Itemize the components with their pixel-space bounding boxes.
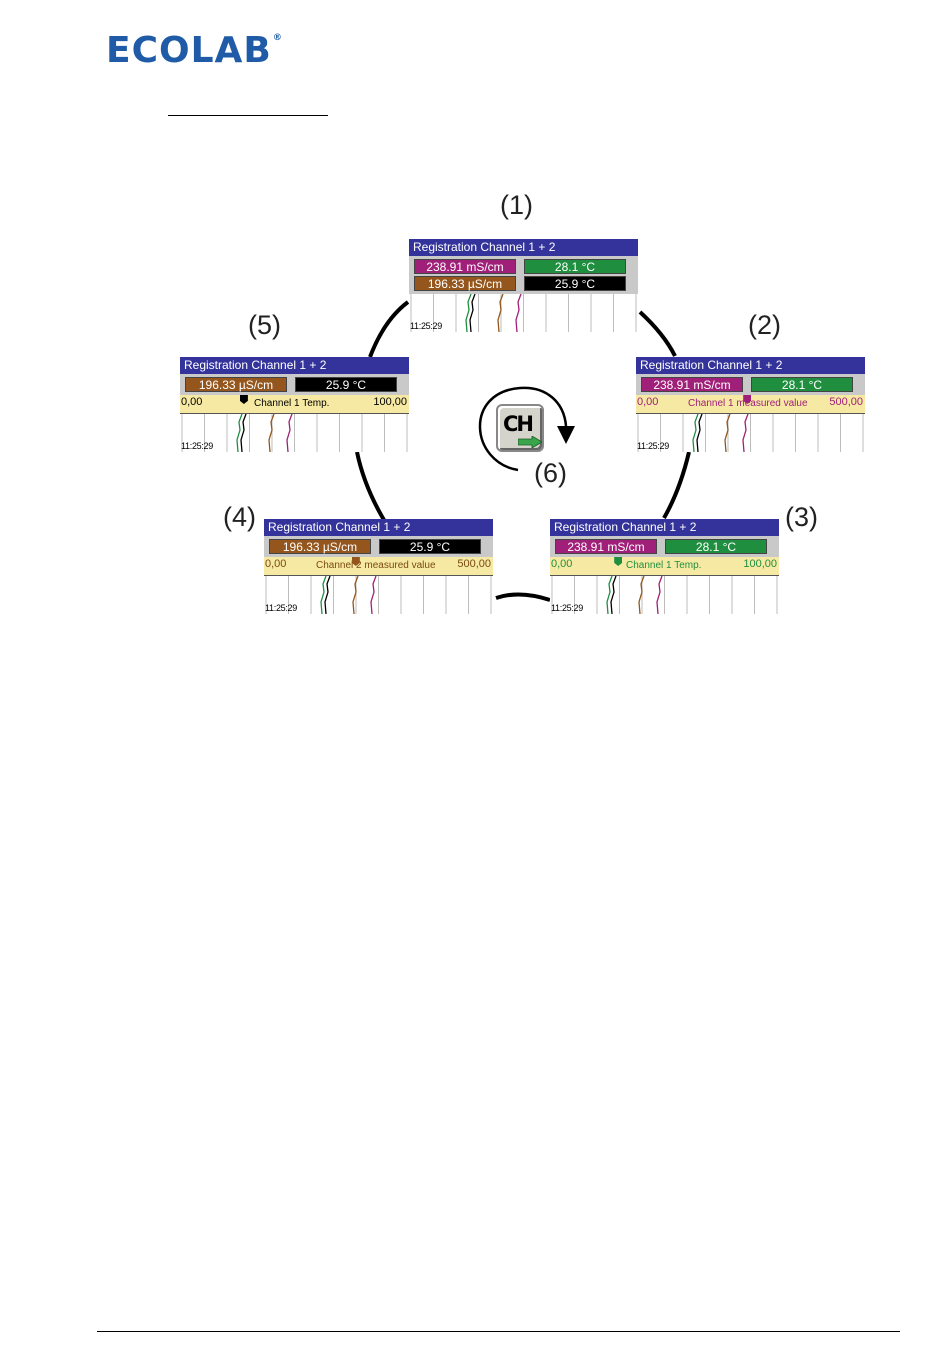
value-strip: 196.33 µS/cm 25.9 °C — [264, 536, 493, 557]
pen-trace — [286, 414, 293, 452]
heading-underline — [168, 115, 328, 116]
pen-trace — [610, 576, 617, 614]
scale-max: 100,00 — [373, 396, 407, 408]
scale-min: 0,00 — [637, 396, 659, 408]
scale-marker-icon[interactable] — [743, 395, 752, 404]
channel2-value: 196.33 µS/cm — [185, 377, 287, 392]
scale-marker-icon[interactable] — [239, 395, 248, 404]
pen-trace — [352, 576, 359, 614]
step-label-3: (3) — [785, 502, 818, 532]
step-label-6: (6) — [534, 458, 567, 488]
scale-marker-icon[interactable] — [351, 557, 360, 566]
step-label-4: (4) — [223, 502, 256, 532]
arrow-right-icon — [518, 436, 542, 448]
cycle-ring — [355, 300, 691, 602]
trend-area: 11:25:29 — [264, 576, 493, 614]
pen-trace — [696, 414, 703, 452]
pen-trace — [724, 414, 731, 452]
panel-title: Registration Channel 1 + 2 — [180, 357, 409, 374]
registration-panel-3: Registration Channel 1 + 2 238.91 mS/cm … — [550, 519, 779, 614]
registration-panel-2: Registration Channel 1 + 2 238.91 mS/cm … — [636, 357, 865, 452]
trend-time: 11:25:29 — [181, 441, 213, 451]
pen-trace — [268, 414, 275, 452]
trend-area: 11:25:29 — [550, 576, 779, 614]
trend-time: 11:25:29 — [637, 441, 669, 451]
scale-min: 0,00 — [265, 558, 287, 570]
scale-name: Channel 1 Temp. — [626, 560, 702, 571]
registration-panel-1: Registration Channel 1 + 2 238.91 mS/cm … — [409, 239, 638, 332]
panel-title: Registration Channel 1 + 2 — [409, 239, 638, 256]
step-label-2: (2) — [748, 310, 781, 340]
channel2-temp: 25.9 °C — [379, 539, 481, 554]
pen-trace — [324, 576, 331, 614]
footer-rule — [97, 1331, 900, 1332]
scale-name: Channel 1 Temp. — [254, 398, 330, 409]
channel-switch-button[interactable]: CH — [496, 404, 544, 452]
value-strip: 238.91 mS/cm 28.1 °C 196.33 µS/cm 25.9 °… — [409, 256, 638, 294]
channel2-temp: 25.9 °C — [524, 276, 626, 291]
pen-trace — [469, 294, 476, 332]
scale-bar: 0,00 Channel 1 Temp. 100,00 — [180, 395, 409, 414]
pen-trace — [515, 294, 522, 332]
pen-trace — [742, 414, 749, 452]
scale-max: 500,00 — [457, 558, 491, 570]
trend-time: 11:25:29 — [410, 321, 442, 331]
scale-marker-icon[interactable] — [614, 557, 623, 566]
channel1-value: 238.91 mS/cm — [414, 259, 516, 274]
step-label-5: (5) — [248, 310, 281, 340]
pen-trace — [692, 414, 699, 452]
channel2-value: 196.33 µS/cm — [269, 539, 371, 554]
pen-trace — [236, 414, 243, 452]
registration-panel-5: Registration Channel 1 + 2 196.33 µS/cm … — [180, 357, 409, 452]
scale-bar: 0,00 Channel 1 Temp. 100,00 — [550, 557, 779, 576]
panel-title: Registration Channel 1 + 2 — [550, 519, 779, 536]
channel1-temp: 28.1 °C — [524, 259, 626, 274]
channel2-temp: 25.9 °C — [295, 377, 397, 392]
channel-display-cycle-figure: (1) (2) (3) (4) (5) (6) CH Registration … — [170, 180, 890, 650]
trend-time: 11:25:29 — [551, 603, 583, 613]
trend-area: 11:25:29 — [636, 414, 865, 452]
pen-trace — [320, 576, 327, 614]
pen-trace — [606, 576, 613, 614]
trend-time: 11:25:29 — [265, 603, 297, 613]
channel1-value: 238.91 mS/cm — [641, 377, 743, 392]
channel1-temp: 28.1 °C — [751, 377, 853, 392]
scale-name: Channel 2 measured value — [316, 560, 436, 571]
rotate-clockwise-icon — [478, 386, 568, 472]
step-label-1: (1) — [500, 190, 533, 220]
value-strip: 238.91 mS/cm 28.1 °C — [636, 374, 865, 395]
ecolab-logo: ECOLAB® — [106, 30, 283, 71]
panel-title: Registration Channel 1 + 2 — [264, 519, 493, 536]
channel1-temp: 28.1 °C — [665, 539, 767, 554]
channel-switch-icon: CH — [503, 412, 534, 436]
pen-trace — [497, 294, 504, 332]
channel1-value: 238.91 mS/cm — [555, 539, 657, 554]
value-strip: 238.91 mS/cm 28.1 °C — [550, 536, 779, 557]
pen-trace — [656, 576, 663, 614]
scale-max: 500,00 — [829, 396, 863, 408]
channel2-value: 196.33 µS/cm — [414, 276, 516, 291]
trend-area: 11:25:29 — [180, 414, 409, 452]
scale-min: 0,00 — [181, 396, 203, 408]
panel-title: Registration Channel 1 + 2 — [636, 357, 865, 374]
value-strip: 196.33 µS/cm 25.9 °C — [180, 374, 409, 395]
pen-trace — [240, 414, 247, 452]
pen-trace — [370, 576, 377, 614]
scale-bar: 0,00 Channel 2 measured value 500,00 — [264, 557, 493, 576]
scale-bar: 0,00 Channel 1 measured value 500,00 — [636, 395, 865, 414]
scale-min: 0,00 — [551, 558, 573, 570]
scale-max: 100,00 — [743, 558, 777, 570]
trend-area: 11:25:29 — [409, 294, 638, 332]
pen-trace — [465, 294, 472, 332]
registration-panel-4: Registration Channel 1 + 2 196.33 µS/cm … — [264, 519, 493, 614]
pen-trace — [638, 576, 645, 614]
